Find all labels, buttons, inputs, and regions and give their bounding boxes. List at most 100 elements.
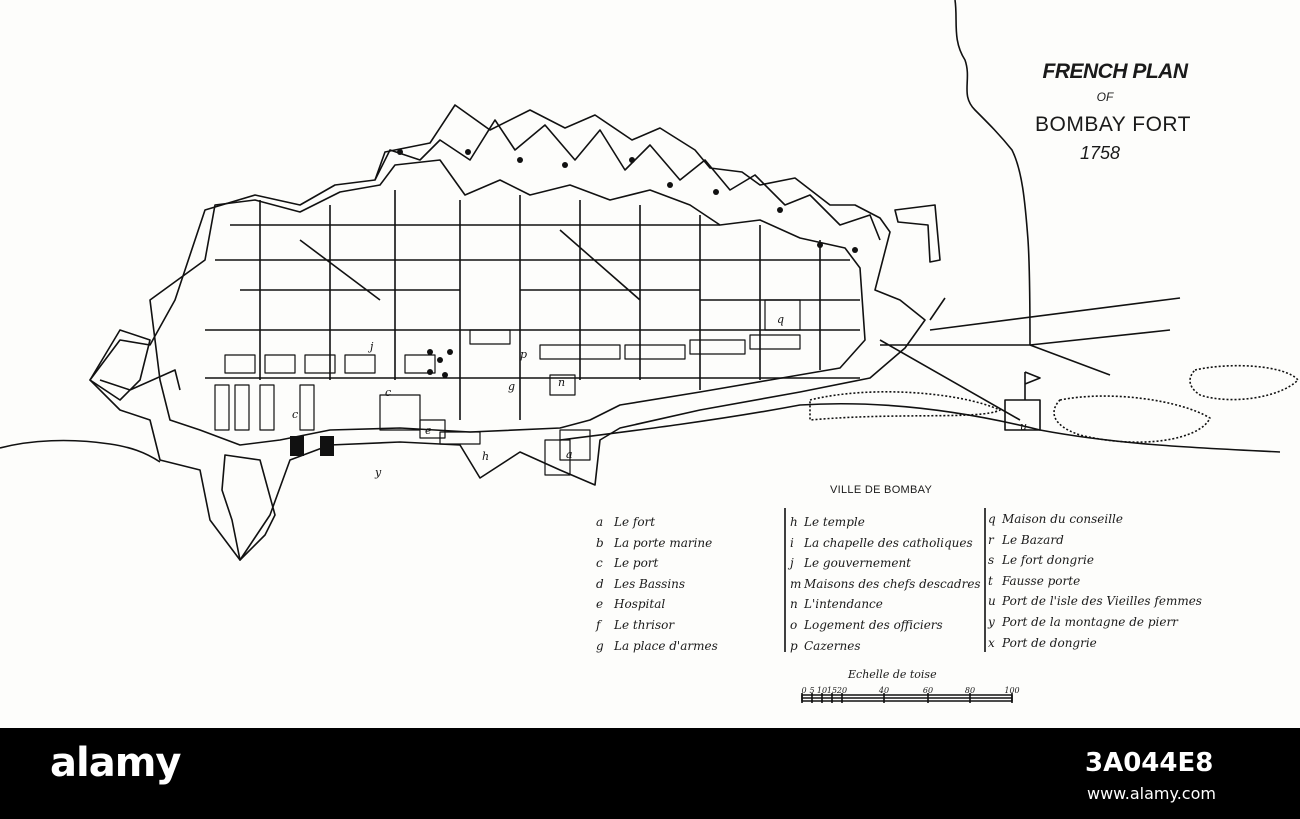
legend-text: Maison du conseille xyxy=(1002,512,1123,526)
road-east xyxy=(879,297,1181,421)
map-title-year: 1758 xyxy=(1079,143,1121,163)
hill-hatching xyxy=(809,364,1299,443)
legend-text: Le temple xyxy=(804,515,865,529)
legend-text: Port de la montagne de pierr xyxy=(1002,614,1178,629)
scale-tick-label: 80 xyxy=(964,686,976,695)
legend-text: Le Bazard xyxy=(1002,532,1064,547)
legend-column-3: q Maison du conseille r Le Bazard s Le fort d… xyxy=(988,509,1202,653)
shoreline-east xyxy=(559,402,1281,453)
legend-item: p Cazernes xyxy=(790,636,981,657)
legend-text: Le fort dongrie xyxy=(1002,553,1094,568)
map-label-p: p xyxy=(520,348,527,361)
inner-enceinte xyxy=(149,159,866,446)
legend-text: Logement des officiers xyxy=(804,617,943,632)
scale-tick-label: 40 xyxy=(878,686,890,695)
map-label-j: j xyxy=(367,340,374,353)
scale-tick-label: 20 xyxy=(836,686,848,695)
legend-item: r Le Bazard xyxy=(988,530,1202,551)
map-label-n: n xyxy=(558,376,565,389)
map-label-q: q xyxy=(777,313,784,326)
legend-item: c Le port xyxy=(596,553,718,574)
legend-text: Cazernes xyxy=(804,638,861,653)
legend-key: r xyxy=(988,532,994,547)
legend-text: Le fort xyxy=(614,515,656,529)
map-label-a: a xyxy=(566,448,573,461)
dock xyxy=(221,454,276,561)
legend-item: i La chapelle des catholiques xyxy=(790,533,981,554)
legend-item: y Port de la montagne de pierr xyxy=(988,612,1202,633)
legend-key: s xyxy=(988,553,995,568)
legend-item: d Les Bassins xyxy=(596,574,718,595)
image-id: 3A044E8 xyxy=(1085,748,1214,778)
map-area: a c c e g h j n p q y u FRENCH PLAN OF B… xyxy=(0,0,1299,703)
legend-key: t xyxy=(988,573,993,588)
scale-tick-label: 60 xyxy=(922,686,934,695)
legend-key: j xyxy=(790,556,794,571)
legend-text: La chapelle des catholiques xyxy=(804,535,973,550)
legend-text: Port de dongrie xyxy=(1002,635,1097,650)
legend-key: u xyxy=(988,594,996,609)
bastion-zigzag xyxy=(374,119,881,241)
map-title-line-1: FRENCH PLAN xyxy=(1042,60,1189,83)
legend-key: c xyxy=(596,556,603,571)
legend-text: L'intendance xyxy=(804,597,883,612)
legend-text: La porte marine xyxy=(614,535,713,550)
legend-key: m xyxy=(790,576,802,591)
legend-text: Maisons des chefs descadres xyxy=(804,576,981,591)
legend-heading: VILLE DE BOMBAY xyxy=(830,484,933,496)
watermark-bar xyxy=(0,728,1300,819)
legend-key: o xyxy=(790,617,798,632)
map-label-h: h xyxy=(482,450,489,463)
boundary-line xyxy=(954,0,1031,346)
legend-key: f xyxy=(596,617,601,632)
map-label-e: e xyxy=(425,424,432,437)
legend-text: Les Bassins xyxy=(614,576,686,591)
legend-key: y xyxy=(988,614,995,629)
legend-text: Fausse porte xyxy=(1002,573,1081,588)
west-outwork xyxy=(89,329,181,401)
legend-item: j Le gouvernement xyxy=(790,553,981,574)
scale-tick-label: 15 xyxy=(826,686,838,695)
legend-key: q xyxy=(988,512,996,526)
legend-text: Le gouvernement xyxy=(804,556,911,571)
scale-tick-label: 0 xyxy=(801,686,807,695)
shoreline-west xyxy=(0,439,161,463)
legend-key: h xyxy=(790,515,798,529)
legend-item: a Le fort xyxy=(596,512,718,533)
legend-item: u Port de l'isle des Vieilles femmes xyxy=(988,591,1202,612)
legend-key: i xyxy=(790,535,794,550)
scale-tick-label: 100 xyxy=(1004,686,1020,695)
footer-url: www.alamy.com xyxy=(1087,784,1216,803)
legend-item: n L'intendance xyxy=(790,594,981,615)
fort-plan-drawing: a c c e g h j n p q y u xyxy=(0,0,1299,703)
legend-key: g xyxy=(596,638,604,653)
scale-bar xyxy=(801,693,1013,703)
map-title-line-2: OF xyxy=(1096,90,1114,104)
legend-item: h Le temple xyxy=(790,512,981,533)
map-label-c2: c xyxy=(385,386,391,399)
map-label-g: g xyxy=(508,380,515,393)
north-jetty xyxy=(894,204,941,263)
legend-key: p xyxy=(790,638,798,653)
scale-title: Echelle de toise xyxy=(848,668,937,681)
legend-text: Le port xyxy=(614,556,659,571)
map-label-c1: c xyxy=(292,408,298,421)
dongrie-fort xyxy=(1004,371,1041,431)
outer-rampart xyxy=(89,104,926,561)
alamy-logo: alamy xyxy=(50,740,181,786)
map-label-u: u xyxy=(1020,420,1027,433)
legend-column-1: a Le fort b La porte marine c Le port d Les Bas… xyxy=(596,512,718,656)
legend-key: a xyxy=(596,515,604,529)
legend-text: Hospital xyxy=(614,597,666,612)
legend-key: d xyxy=(596,576,604,591)
legend-key: b xyxy=(596,535,604,550)
legend-key: n xyxy=(790,597,798,612)
legend-text: Port de l'isle des Vieilles femmes xyxy=(1002,594,1202,609)
map-title-line-3: BOMBAY FORT xyxy=(1034,113,1192,136)
